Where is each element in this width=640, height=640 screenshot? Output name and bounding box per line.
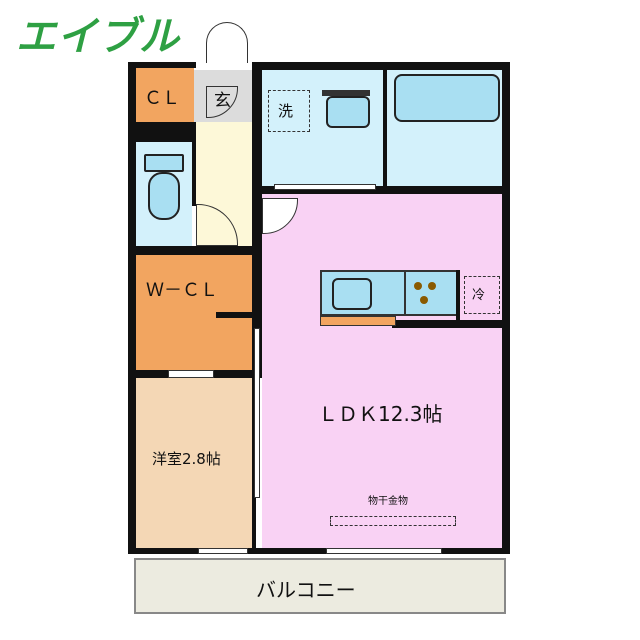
toilet-bowl	[148, 172, 180, 220]
kitchen-base	[320, 316, 396, 326]
ldk-label: ＬＤＫ12.3帖	[318, 402, 443, 426]
burner-2	[428, 282, 436, 290]
kitchen-sink	[332, 278, 372, 310]
toilet-tank	[144, 154, 184, 172]
western-window	[198, 548, 248, 554]
western-room	[136, 378, 254, 548]
cl-room	[136, 68, 194, 123]
wcl-label: Ｗ－ＣＬ	[146, 280, 218, 301]
wall-wash-bottom	[262, 186, 510, 194]
western-door[interactable]	[168, 370, 214, 378]
wall-outer-left	[128, 62, 136, 554]
fridge-space	[464, 276, 500, 314]
hanger-label: 物干金物	[368, 496, 408, 507]
wall-wcl-stub	[216, 312, 256, 318]
genkan-label: 玄	[214, 91, 231, 111]
wall-wcl-right	[252, 255, 262, 375]
wall-outer-right	[502, 62, 510, 554]
entrance-door[interactable]	[206, 22, 248, 63]
stove-burners	[404, 272, 456, 314]
wash-sliding-door[interactable]	[274, 184, 376, 190]
wall-outer-top-right	[252, 62, 510, 70]
wall-toilet-right	[192, 142, 196, 206]
ldk-room	[262, 194, 504, 548]
balcony-label: バルコニー	[256, 578, 356, 602]
wall-fridge-left	[456, 270, 460, 322]
fridge-mark: 冷	[472, 288, 486, 303]
wall-kitchen-stub	[392, 320, 504, 328]
western-label: 洋室2.8帖	[152, 450, 221, 468]
cl-label: ＣＬ	[144, 88, 180, 109]
wall-hall-right	[252, 194, 262, 254]
washer-space	[268, 90, 310, 132]
balcony-area	[134, 558, 506, 614]
wall-outer-bottom	[128, 548, 510, 554]
wall-genkan-right	[252, 62, 262, 194]
wall-cl-bottom	[128, 122, 196, 142]
wall-outer-top-left	[128, 62, 196, 68]
washer-mark: 洗	[278, 102, 294, 120]
wall-wash-bath-divider	[383, 62, 387, 190]
burner-1	[414, 282, 422, 290]
burner-3	[420, 296, 428, 304]
washroom	[262, 70, 386, 188]
laundry-hanger	[330, 516, 456, 526]
bathtub	[394, 74, 500, 122]
ldk-window	[326, 548, 442, 554]
wash-basin	[326, 96, 370, 128]
brand-logo: エイブル	[16, 14, 180, 60]
western-sliding-door[interactable]	[254, 328, 260, 498]
wash-counter	[322, 90, 370, 96]
wall-toilet-bottom	[128, 246, 262, 255]
